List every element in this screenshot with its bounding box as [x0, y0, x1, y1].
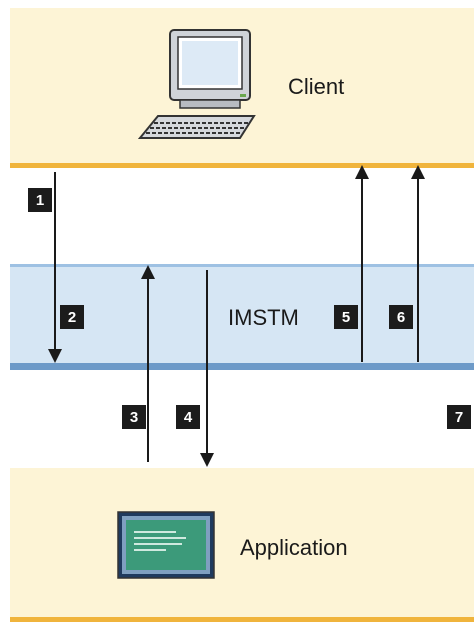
- step-badge-6: 6: [389, 305, 413, 329]
- client-label: Client: [288, 74, 345, 99]
- application-window-icon: [117, 511, 215, 579]
- step-badge-1: 1: [28, 188, 52, 212]
- ims-label: IMSTM: [228, 305, 299, 330]
- step-badge-3: 3: [122, 405, 146, 429]
- step-badge-2: 2: [60, 305, 84, 329]
- application-box: [10, 468, 474, 622]
- step-badge-4: 4: [176, 405, 200, 429]
- computer-icon: [137, 29, 256, 139]
- step-badge-5: 5: [334, 305, 358, 329]
- application-label: Application: [240, 535, 348, 560]
- step-badge-7: 7: [447, 405, 471, 429]
